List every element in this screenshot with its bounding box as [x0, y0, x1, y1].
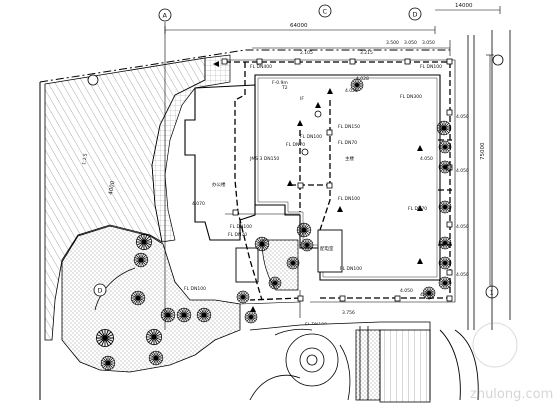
building-office: 办公楼 [184, 84, 256, 241]
lbl-if: IF [300, 96, 304, 102]
building-office-label: 办公楼 [212, 181, 226, 188]
dim-seg-1: 3.500 [386, 40, 399, 46]
flow-arrows [213, 61, 423, 312]
lbl-junction: JMS 3 DN150 [249, 156, 279, 162]
building-electrical: 配电室 [317, 229, 343, 273]
dim-overall-width: 64000 [290, 23, 308, 29]
lbl-pipe-mid-4: FL DN100 [338, 196, 360, 202]
lbl-elev-5: 4.050 [456, 224, 469, 230]
dim-right-offset: 14000 [455, 3, 473, 9]
lbl-elev-8: 4.050 [420, 156, 433, 162]
lbl-elev-4: 4.050 [456, 168, 469, 174]
building-electrical-label: 配电室 [320, 245, 334, 252]
lbl-pipe-left-2: FL DN70 [228, 232, 247, 238]
axis-label-d-left: D [98, 287, 103, 295]
lawn-area [61, 225, 241, 373]
axis-markers: A C D D 1 [87, 4, 504, 299]
lbl-elev-7: 4.050 [400, 288, 413, 294]
lbl-elev-6: 4.050 [456, 272, 469, 278]
dim-seg-3: 3.050 [422, 40, 435, 46]
road-edge-right [467, 30, 511, 330]
axis-label-c: C [323, 8, 328, 16]
lbl-pipe-mid-1: FL DN150 [338, 124, 360, 130]
lbl-elev-11: 4.070 [192, 201, 205, 207]
paved-plaza [151, 54, 231, 243]
lbl-pipe-top-3: F-0.9m [272, 80, 288, 86]
axis-label-d: D [413, 11, 418, 19]
lbl-pipe-right-1: FL DN70 [408, 206, 427, 212]
axis-label-a: A [163, 12, 168, 20]
dim-seg-4: 2.105 [300, 50, 313, 56]
lbl-pipe-mid-2: FL DN70 [338, 140, 357, 146]
dim-seg-5: 3.215 [360, 50, 373, 56]
dimension-lines [164, 6, 501, 330]
dim-seg-2: 3.050 [404, 40, 417, 46]
drainage-pipes [225, 61, 452, 301]
lbl-pipe-left-3: FL DN70 [286, 142, 305, 148]
building-main-label: 主楼 [345, 155, 354, 162]
lbl-elev-9: 3.756 [342, 310, 355, 316]
dim-left-depth: 4000 [108, 180, 116, 195]
lbl-pipe-left-1: FL DN100 [230, 224, 252, 230]
lbl-elev-2: 4.028 [356, 76, 369, 82]
axis-label-1: 1 [490, 289, 494, 297]
pipe-labels: FL DN400 FL DN100 F-0.9m FL DN150 FL DN7… [184, 64, 469, 328]
site-boundary [39, 49, 450, 400]
lbl-dn300: FL DN300 [400, 94, 422, 100]
lbl-pipe-right-2: FL DN100 [340, 266, 362, 272]
lbl-pipe-top-2: FL DN100 [420, 64, 442, 70]
lbl-elev-1: 4.028 [345, 88, 358, 94]
manholes [221, 58, 453, 302]
lbl-pipe-top-1: FL DN400 [250, 64, 272, 70]
lbl-pipe-bottom-2: FL DN100 [184, 286, 206, 292]
watermark: zhulong.com [470, 322, 553, 402]
lbl-pipe-mid-3: FL DN100 [300, 134, 322, 140]
road-bottom-right [439, 329, 479, 401]
lbl-t2: T2 [281, 85, 288, 91]
slope-note: 1:1.5 [81, 153, 89, 166]
watermark-text: zhulong.com [470, 387, 553, 402]
dim-overall-depth: 75000 [480, 142, 486, 160]
lbl-elev-10: 4.600 [420, 292, 433, 298]
lbl-elev-3: 4.050 [456, 114, 469, 120]
fountain-plaza [249, 321, 431, 403]
